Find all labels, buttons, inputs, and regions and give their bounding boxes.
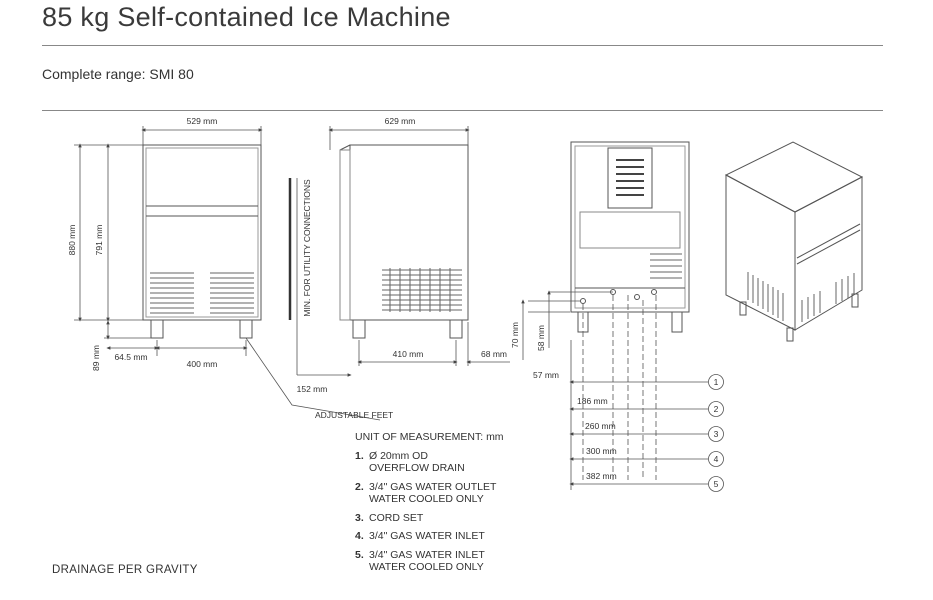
legend-item: 5. 3/4" GAS WATER INLET WATER COOLED ONL…: [355, 549, 504, 574]
rear-foot-right: [671, 311, 683, 333]
front-foot-right: [239, 319, 253, 339]
rear-grille: [650, 253, 682, 279]
iso-foot-2: [786, 327, 794, 342]
dim-side-depth: 629 mm: [385, 116, 416, 126]
iso-door-top: [796, 223, 861, 259]
legend-text: Ø 20mm OD OVERFLOW DRAIN: [369, 449, 465, 475]
dim-front-width: 529 mm: [187, 116, 218, 126]
dim-rear-300: 300 mm: [586, 446, 617, 456]
legend-text: CORD SET: [369, 511, 424, 524]
legend-item: 2. 3/4" GAS WATER OUTLET WATER COOLED ON…: [355, 481, 504, 506]
iso-door-bottom: [796, 229, 861, 265]
iso-front: [794, 176, 863, 331]
callout-3: 3: [714, 429, 719, 439]
utility-connections-label: MIN. FOR UTILITY CONNECTIONS: [302, 179, 312, 317]
legend-num: 1.: [355, 449, 364, 462]
dim-total-height: 880 mm: [67, 225, 77, 256]
callout-circle-5: [708, 476, 724, 492]
rear-port-4: [651, 289, 657, 295]
callout-2: 2: [714, 404, 719, 414]
rear-panel-mid: [579, 211, 681, 249]
side-louvre: [382, 268, 462, 312]
front-foot-left: [150, 319, 164, 339]
callout-5: 5: [714, 479, 719, 489]
legend-num: 5.: [355, 548, 364, 561]
legend-unit: UNIT OF MEASUREMENT: mm: [355, 431, 504, 443]
front-dimensions: [74, 126, 381, 421]
iso-louvre-side: [747, 272, 784, 321]
callout-circle-1: [708, 374, 724, 390]
rear-vent-slots: [616, 159, 644, 196]
dim-rear-260: 260 mm: [585, 421, 616, 431]
dim-feet-height: 89 mm: [91, 345, 101, 371]
front-louvre-left: [150, 272, 194, 314]
rear-vent-panel: [607, 147, 653, 209]
iso-foot-1: [739, 301, 747, 316]
callout-1: 1: [714, 377, 719, 387]
iso-side: [725, 174, 796, 331]
legend-num: 4.: [355, 530, 364, 542]
dim-side-foot-spacing: 410 mm: [393, 349, 424, 359]
legend-item: 4. 3/4" GAS WATER INLET: [355, 530, 504, 543]
dim-rear-186: 186 mm: [577, 396, 608, 406]
front-cabinet: [142, 144, 262, 321]
legend-item: 3. CORD SET: [355, 512, 504, 525]
dim-rear-57: 57 mm: [533, 370, 559, 380]
legend-text: 3/4" GAS WATER INLET WATER COOLED ONLY: [369, 548, 485, 574]
subtitle-divider: [42, 110, 883, 111]
callout-circle-3: [708, 426, 724, 442]
dim-rear-70: 70 mm: [510, 322, 520, 348]
legend-num: 3.: [355, 511, 364, 524]
dim-utility-clearance: 152 mm: [297, 384, 328, 394]
dim-body-height: 791 mm: [94, 225, 104, 256]
page-subtitle: Complete range: SMI 80: [42, 66, 194, 82]
dim-rear-382: 382 mm: [586, 471, 617, 481]
side-dimensions: [296, 126, 510, 377]
iso-louvre-front: [801, 273, 855, 322]
rear-port-3: [634, 294, 640, 300]
rear-port-1: [580, 298, 586, 304]
dim-foot-spacing: 400 mm: [187, 359, 218, 369]
dim-rear-58: 58 mm: [536, 325, 546, 351]
rear-dimensions: [521, 290, 724, 492]
adjustable-feet-leader: [245, 337, 381, 421]
dim-foot-offset: 64.5 mm: [114, 352, 147, 362]
side-door-edge: [339, 149, 351, 321]
drainage-note: DRAINAGE PER GRAVITY: [52, 564, 198, 576]
side-foot-right: [449, 319, 463, 339]
title-divider: [42, 45, 883, 46]
front-louvre-right: [210, 272, 254, 314]
legend-item: 1. Ø 20mm OD OVERFLOW DRAIN: [355, 450, 504, 475]
callout-4: 4: [714, 454, 719, 464]
legend-text: 3/4" GAS WATER INLET: [369, 530, 485, 542]
callout-circle-4: [708, 451, 724, 467]
page-title: 85 kg Self-contained Ice Machine: [42, 2, 451, 32]
rear-cabinet: [570, 141, 690, 313]
side-view: [288, 144, 469, 339]
adjustable-feet-label: ADJUSTABLE FEET: [315, 410, 393, 420]
rear-view: [570, 141, 690, 333]
legend: UNIT OF MEASUREMENT: mm 1. Ø 20mm OD OVE…: [355, 431, 504, 580]
legend-text: 3/4" GAS WATER OUTLET WATER COOLED ONLY: [369, 480, 497, 506]
front-view: [142, 144, 262, 339]
callout-circle-2: [708, 401, 724, 417]
side-foot-left: [352, 319, 366, 339]
front-cabinet-inner: [145, 147, 259, 318]
iso-foot-3: [851, 293, 859, 308]
isometric-view: [724, 141, 864, 342]
rear-cabinet-inner: [574, 145, 686, 309]
legend-num: 2.: [355, 480, 364, 493]
dim-side-rear-offset: 68 mm: [481, 349, 507, 359]
iso-top: [724, 141, 864, 213]
